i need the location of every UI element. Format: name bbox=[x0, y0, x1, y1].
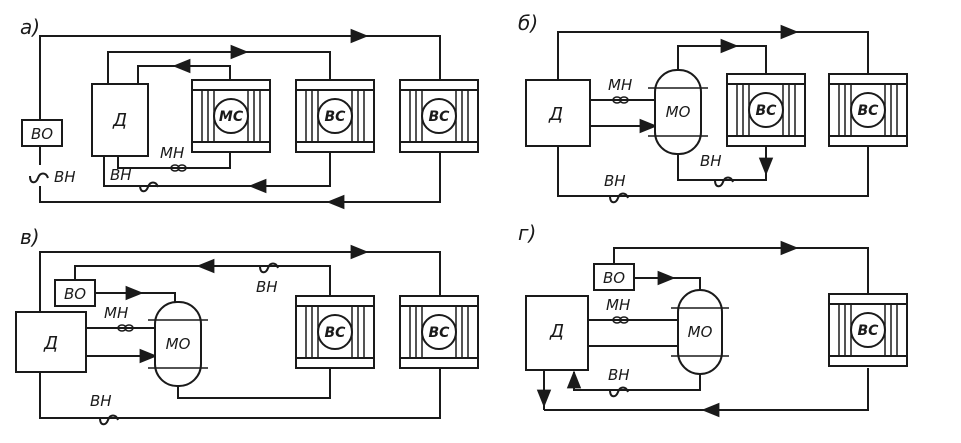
engine-label: Д bbox=[548, 104, 563, 125]
panel-d: г) ВО Д МН МО ВН ВС bbox=[518, 221, 908, 418]
pipe-main-bottom bbox=[39, 150, 441, 203]
oil-tank-box bbox=[21, 119, 63, 147]
water-cooler-label: ВС bbox=[858, 103, 880, 119]
oil-tank-box bbox=[593, 263, 635, 291]
heat-exchanger-label: МО bbox=[666, 103, 691, 121]
water-cooler-label: ВС bbox=[325, 109, 347, 125]
mech-pump-label: МН bbox=[104, 304, 128, 322]
oil-tank-label: ВО bbox=[31, 125, 53, 143]
panel-b: б) ВН Д МН МО ВН ВС ВС bbox=[518, 11, 908, 204]
panel-a: а) ВО ВН Д МН ВН МС ВС ВС bbox=[20, 15, 479, 210]
pump-label: ВН bbox=[256, 278, 278, 296]
heat-exchanger-label: МО bbox=[166, 335, 191, 353]
heat-exchanger-label: МО bbox=[688, 323, 713, 341]
pump-icon bbox=[609, 192, 629, 204]
water-cooler-label: ВС bbox=[858, 323, 880, 339]
engine-box bbox=[525, 79, 591, 147]
pump-icon bbox=[609, 386, 629, 398]
engine-label: Д bbox=[549, 321, 564, 342]
oil-tank-label: ВО bbox=[64, 285, 86, 303]
water-cooler-label: ВС bbox=[429, 325, 451, 341]
oil-cooler-label: МС bbox=[219, 109, 244, 125]
panel-label: в) bbox=[20, 225, 40, 249]
water-cooler-label: ВС bbox=[325, 325, 347, 341]
pump-label: ВН bbox=[110, 166, 132, 184]
mech-pump-icon bbox=[607, 96, 633, 104]
panel-c: в) ВН ВО ВН Д МН МО ВС ВС bbox=[15, 225, 479, 426]
pump-icon bbox=[29, 172, 49, 184]
pump-label: ВН bbox=[54, 168, 76, 186]
mech-pump-label: МН bbox=[606, 296, 630, 314]
mech-pump-label: МН bbox=[160, 144, 184, 162]
mech-pump-icon bbox=[607, 316, 633, 324]
panel-label: б) bbox=[518, 11, 538, 35]
pump-icon bbox=[259, 262, 279, 274]
engine-box bbox=[15, 311, 87, 373]
engine-box bbox=[525, 295, 589, 371]
mech-pump-icon bbox=[165, 164, 191, 172]
water-cooler-label: ВС bbox=[756, 103, 778, 119]
engine-box bbox=[91, 83, 149, 157]
pipe-main-top bbox=[39, 35, 441, 120]
engine-label: Д bbox=[112, 110, 127, 131]
pump-label: ВН bbox=[90, 392, 112, 410]
oil-tank-label: ВО bbox=[603, 269, 625, 287]
pump-label: ВН bbox=[604, 172, 626, 190]
mech-pump-label: МН bbox=[608, 76, 632, 94]
panel-label: а) bbox=[20, 15, 40, 39]
pump-icon bbox=[714, 176, 734, 188]
pump-label: ВН bbox=[700, 152, 722, 170]
water-cooler-label: ВС bbox=[429, 109, 451, 125]
pump-label: ВН bbox=[608, 366, 630, 384]
mech-pump-icon bbox=[112, 324, 138, 332]
panel-label: г) bbox=[518, 221, 536, 245]
engine-label: Д bbox=[43, 333, 58, 354]
pump-icon bbox=[99, 414, 119, 426]
